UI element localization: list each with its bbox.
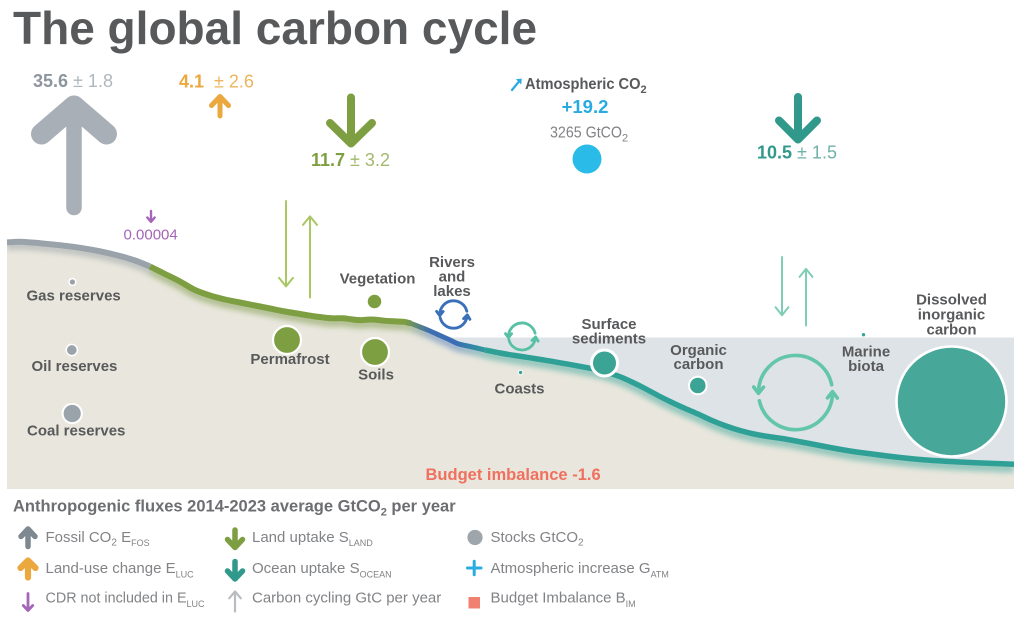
svg-text:Land uptake SLAND: Land uptake SLAND xyxy=(252,529,373,548)
svg-text:Vegetation: Vegetation xyxy=(340,271,416,288)
svg-text:Carbon cycling GtC per year: Carbon cycling GtC per year xyxy=(252,590,441,607)
svg-text:Anthropogenic fluxes 2014-2023: Anthropogenic fluxes 2014-2023 average G… xyxy=(13,498,456,519)
svg-text:carbon: carbon xyxy=(926,322,976,339)
svg-text:Gas reserves: Gas reserves xyxy=(27,288,121,305)
svg-text:Budget Imbalance BIM: Budget Imbalance BIM xyxy=(491,590,636,609)
svg-text:and: and xyxy=(439,269,466,286)
svg-text:CDR not included in ELUC: CDR not included in ELUC xyxy=(46,590,206,609)
svg-text:Budget imbalance -1.6: Budget imbalance -1.6 xyxy=(426,466,601,484)
svg-text:Coasts: Coasts xyxy=(494,381,544,398)
svg-text:inorganic: inorganic xyxy=(918,307,986,324)
svg-text:Atmospheric increase GATM: Atmospheric increase GATM xyxy=(491,560,669,579)
svg-text:sediments: sediments xyxy=(572,331,646,348)
svg-text:Marine: Marine xyxy=(842,344,890,361)
svg-text:Fossil CO2 EFOS: Fossil CO2 EFOS xyxy=(46,529,150,549)
svg-text:Dissolved: Dissolved xyxy=(916,292,987,309)
svg-text:The global carbon cycle: The global carbon cycle xyxy=(13,2,537,54)
svg-text:Land-use change ELUC: Land-use change ELUC xyxy=(46,560,195,579)
svg-text:Atmospheric CO2: Atmospheric CO2 xyxy=(525,76,647,96)
svg-text:3265 GtCO2: 3265 GtCO2 xyxy=(550,124,628,144)
svg-text:Surface: Surface xyxy=(581,316,636,333)
svg-text:+19.2: +19.2 xyxy=(562,96,609,117)
svg-text:Stocks GtCO2: Stocks GtCO2 xyxy=(491,529,585,549)
svg-text:Coal reserves: Coal reserves xyxy=(27,423,125,440)
svg-text:biota: biota xyxy=(848,358,884,375)
svg-text:lakes: lakes xyxy=(433,283,471,300)
svg-text:Soils: Soils xyxy=(358,367,394,384)
svg-text:4.1 ± 2.6: 4.1 ± 2.6 xyxy=(179,72,254,92)
svg-text:10.5 ± 1.5: 10.5 ± 1.5 xyxy=(757,143,837,163)
svg-text:Oil reserves: Oil reserves xyxy=(32,358,118,375)
svg-text:Rivers: Rivers xyxy=(429,254,475,271)
svg-text:carbon: carbon xyxy=(673,356,723,373)
svg-text:0.00004: 0.00004 xyxy=(124,226,178,243)
svg-text:35.6 ± 1.8: 35.6 ± 1.8 xyxy=(33,71,113,91)
svg-text:11.7 ± 3.2: 11.7 ± 3.2 xyxy=(311,150,390,170)
svg-text:Permafrost: Permafrost xyxy=(250,351,329,368)
svg-text:Ocean uptake SOCEAN: Ocean uptake SOCEAN xyxy=(252,560,392,579)
svg-text:Organic: Organic xyxy=(670,342,727,359)
